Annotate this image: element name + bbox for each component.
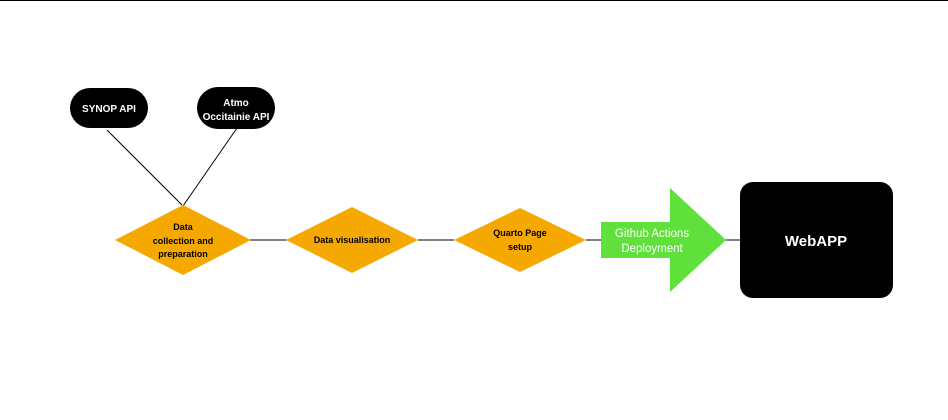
atmo-api-pill xyxy=(197,87,275,129)
data-collection-label-line2: collection and xyxy=(153,236,214,246)
atmo-api-label-line2: Occitainie API xyxy=(203,112,270,123)
webapp-box xyxy=(740,182,893,298)
quarto-setup-label-line2: setup xyxy=(508,242,533,252)
node-synop-api: SYNOP API xyxy=(70,88,148,128)
quarto-setup-diamond xyxy=(454,208,586,272)
synop-api-pill xyxy=(70,88,148,128)
github-actions-arrow xyxy=(601,188,726,292)
node-github-actions: Github Actions Deployment xyxy=(601,188,726,292)
data-visualisation-label: Data visualisation xyxy=(314,235,391,245)
connector-synop-to-collection xyxy=(106,129,183,206)
github-actions-label-line1: Github Actions xyxy=(615,228,689,240)
node-atmo-api: Atmo Occitainie API xyxy=(197,87,275,129)
synop-api-label: SYNOP API xyxy=(82,104,136,115)
webapp-label: WebAPP xyxy=(785,233,847,250)
quarto-setup-label-line1: Quarto Page xyxy=(493,228,547,238)
connector-atmo-to-collection xyxy=(182,127,238,207)
data-collection-label-line1: Data xyxy=(173,222,194,232)
node-data-collection: Data collection and preparation xyxy=(115,205,251,275)
node-data-visualisation: Data visualisation xyxy=(286,207,418,273)
atmo-api-label-line1: Atmo xyxy=(223,98,249,109)
data-collection-diamond xyxy=(115,205,251,275)
github-actions-label-line2: Deployment xyxy=(621,243,683,255)
node-quarto-setup: Quarto Page setup xyxy=(454,208,586,272)
data-visualisation-diamond xyxy=(286,207,418,273)
node-webapp: WebAPP xyxy=(740,182,893,298)
top-border-line xyxy=(0,0,948,1)
data-collection-label-line3: preparation xyxy=(158,249,208,259)
